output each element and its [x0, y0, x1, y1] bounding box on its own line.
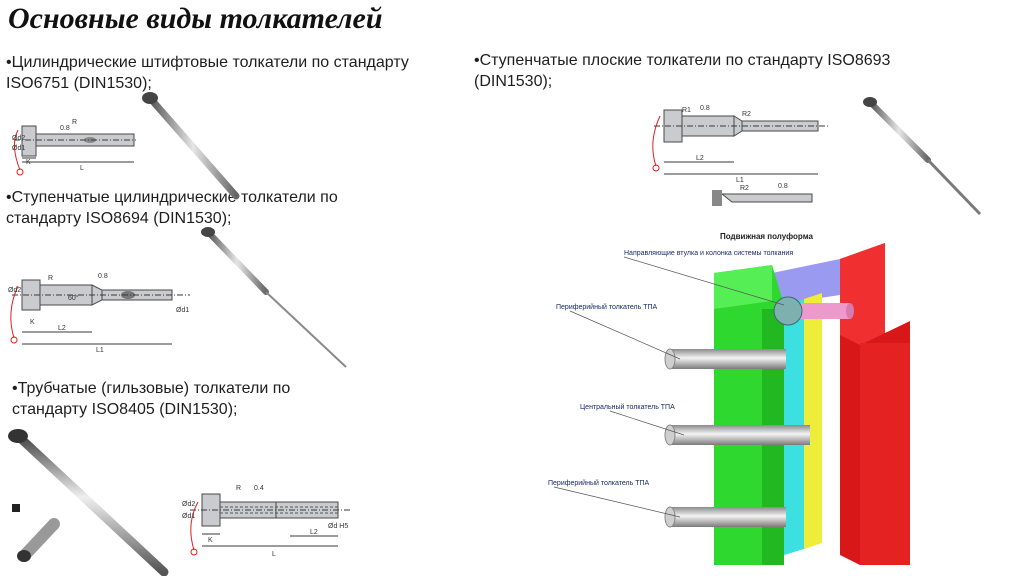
yellow-plate	[804, 293, 822, 549]
bullet-stepped-cylindrical: •Ступенчатые цилиндрические толкатели по…	[6, 189, 338, 227]
dim-k: K	[26, 159, 31, 166]
callout-peripheral-ejector-bottom: Периферийный толкатель ТПА	[548, 479, 650, 487]
dim-k: K	[30, 319, 35, 326]
photo-tubular-sleeve	[8, 429, 169, 576]
dim-section-r2: R2	[740, 185, 749, 192]
purple-plate	[772, 259, 840, 305]
assembly-title: Подвижная полуформа	[720, 232, 814, 241]
dim-r: R	[72, 119, 77, 126]
peripheral-ejector-bottom	[670, 507, 786, 527]
dim-roughness: 0.8	[98, 273, 108, 280]
dim-l2: L2	[310, 529, 318, 536]
photo-flat-pin	[863, 97, 982, 216]
slide-title: Основные виды толкателей	[8, 2, 383, 35]
callout-guide-bush: Направляющие втулка и колонка системы то…	[624, 250, 793, 257]
drawing-stepped-cylindrical-ejector: R 0.8 60° L2 L1 K Ød2 Ød1	[8, 273, 190, 354]
dim-l2: L2	[696, 155, 704, 162]
peripheral-ejector-top	[670, 349, 786, 369]
central-ejector	[670, 425, 810, 445]
dim-r1: R1	[682, 107, 691, 114]
dim-roughness: 0.8	[60, 125, 70, 132]
callout-central-ejector: Центральный толкатель ТПА	[580, 403, 675, 411]
dim-l1: L1	[736, 177, 744, 184]
dim-r2: R2	[742, 111, 751, 118]
dim-section-roughness: 0.8	[778, 183, 788, 190]
dim-l1: L1	[96, 347, 104, 354]
dim-dh5: Ød H5	[328, 523, 348, 530]
dim-d2: Ød2	[182, 501, 195, 508]
dim-roughness: 0.4	[254, 485, 264, 492]
ejector-mark	[84, 137, 96, 143]
dim-d2: Ød2	[8, 287, 21, 294]
drawing-tubular-ejector: R 0.4 L K L2 Ød2 Ød1 Ød H5	[182, 485, 350, 558]
dim-d1: Ød1	[12, 145, 25, 152]
dim-angle: 60°	[68, 294, 79, 302]
callout-peripheral-ejector-top: Периферийный толкатель ТПА	[556, 303, 658, 311]
photo-cylindrical-pin	[142, 92, 240, 200]
bullet-tubular: •Трубчатые (гильзовые) толкатели по стан…	[12, 380, 291, 418]
dim-d1: Ød1	[182, 513, 195, 520]
dim-k: K	[208, 537, 213, 544]
dim-r: R	[236, 485, 241, 492]
bullet-stepped-flat: •Ступенчатые плоские толкатели по станда…	[474, 52, 891, 90]
flat-section	[720, 193, 813, 203]
drawing-cylindrical-ejector: R 0.8 L K Ød1 Ød2	[12, 119, 136, 176]
photo-stepped-pin	[201, 227, 347, 368]
dim-d2: Ød2	[12, 135, 25, 142]
bullet-cylindrical: •Цилиндрические штифтовые толкатели по с…	[6, 54, 409, 92]
dim-length: L	[272, 551, 276, 558]
assembly-moving-mold-half: Подвижная полуформа Направляющие втулка …	[548, 232, 910, 565]
dim-l2: L2	[58, 325, 66, 332]
dim-roughness: 0.8	[700, 105, 710, 112]
dim-length: L	[80, 165, 84, 172]
dim-d1: Ød1	[176, 307, 189, 314]
drawing-stepped-flat-ejector: R1 0.8 R2 L2 L1 0.8 R2	[652, 105, 828, 206]
dim-r: R	[48, 275, 53, 282]
sleeve-tube	[275, 501, 339, 519]
